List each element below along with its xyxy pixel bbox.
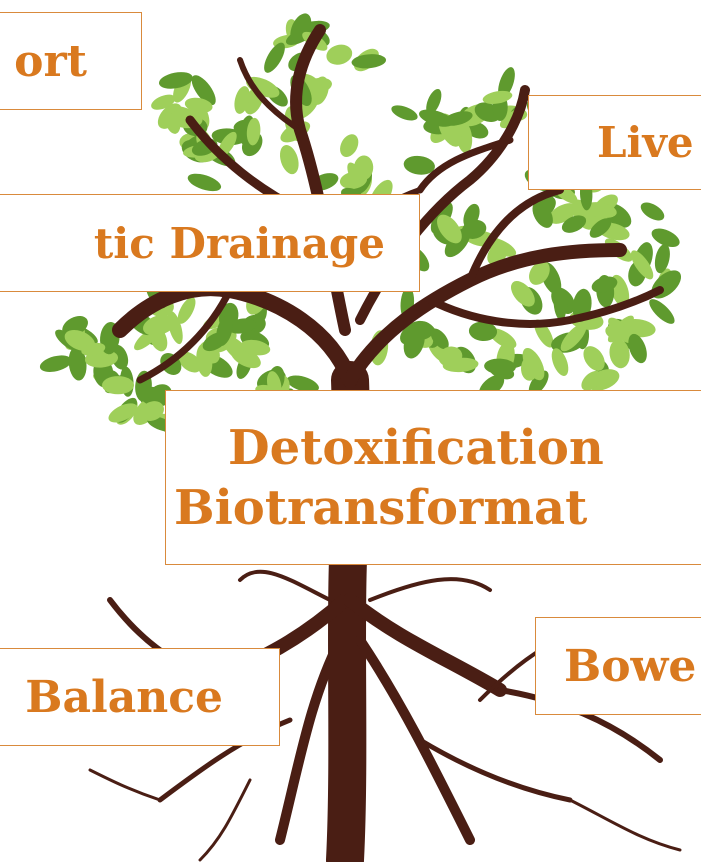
- leaf: [324, 42, 354, 68]
- label-lymphatic-drainage-text: tic Drainage: [94, 219, 385, 268]
- label-balance: Balance: [0, 648, 280, 746]
- label-support-text: ort: [14, 36, 87, 87]
- label-support: ort: [0, 12, 142, 110]
- label-liver-text: Live: [597, 118, 694, 167]
- label-liver: Live: [528, 95, 701, 190]
- leaf: [336, 131, 362, 160]
- label-bowel-text: Bowe: [564, 641, 696, 692]
- label-bowel: Bowe: [535, 617, 701, 715]
- label-detox-line-2: Biotransformat: [174, 478, 587, 538]
- label-balance-text: Balance: [25, 672, 223, 723]
- leaf: [186, 170, 224, 194]
- leaf: [646, 295, 679, 327]
- leaf: [38, 353, 73, 375]
- leaf: [102, 376, 134, 394]
- label-detoxification: Detoxification Biotransformat: [165, 390, 701, 565]
- label-detox-line-1: Detoxification: [228, 418, 604, 478]
- leaf: [277, 143, 302, 177]
- leaf: [389, 102, 419, 123]
- leaf: [638, 199, 668, 224]
- label-lymphatic-drainage: tic Drainage: [0, 194, 420, 292]
